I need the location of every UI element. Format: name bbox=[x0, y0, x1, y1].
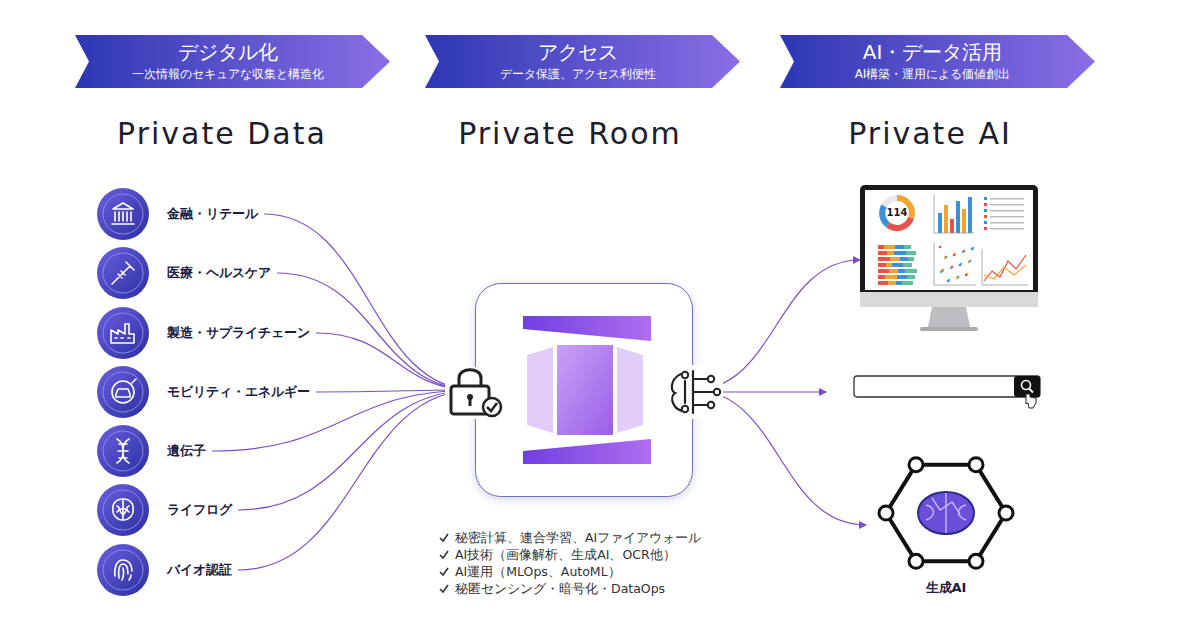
private-room-box: 秘密計算、連合学習、AIファイアウォールAI技術（画像解析、生成AI、OCR他）… bbox=[475, 283, 693, 497]
banner-subtitle: 一次情報のセキュアな収集と構造化 bbox=[95, 65, 360, 83]
connector bbox=[238, 390, 475, 510]
connector bbox=[264, 214, 475, 390]
feature-item: AI運用（MLOps、AutoML） bbox=[439, 563, 769, 580]
category-icon bbox=[96, 483, 150, 537]
genai-hexagon bbox=[866, 450, 1026, 600]
banner-subtitle: データ保護、アクセス利便性 bbox=[445, 65, 710, 83]
category-item: 医療・ヘルスケア bbox=[96, 246, 277, 300]
banner-text: AI・データ活用AI構築・運用による価値創出 bbox=[780, 35, 1095, 83]
banner-text: デジタル化一次情報のセキュアな収集と構造化 bbox=[75, 35, 390, 83]
category-icon bbox=[96, 306, 150, 360]
connector bbox=[212, 390, 475, 451]
genai-label: 生成AI bbox=[926, 580, 967, 596]
feature-item: 秘匿センシング・暗号化・DataOps bbox=[439, 580, 769, 597]
feature-item: 秘密計算、連合学習、AIファイアウォール bbox=[439, 529, 769, 546]
room-icon bbox=[475, 283, 693, 497]
banner-subtitle: AI構築・運用による価値創出 bbox=[800, 65, 1065, 83]
category-label: バイオ認証 bbox=[167, 562, 232, 578]
category-icon bbox=[96, 424, 150, 478]
category-item: モビリティ・エネルギー bbox=[96, 365, 316, 419]
connector bbox=[238, 390, 475, 570]
feature-list: 秘密計算、連合学習、AIファイアウォールAI技術（画像解析、生成AI、OCR他）… bbox=[439, 529, 769, 597]
category-label: ライフログ bbox=[167, 502, 232, 518]
category-item: 製造・サプライチェーン bbox=[96, 306, 316, 360]
category-label: 医療・ヘルスケア bbox=[167, 265, 271, 281]
category-label: 製造・サプライチェーン bbox=[167, 325, 310, 341]
section-heading: Private Room bbox=[458, 116, 682, 151]
category-icon bbox=[96, 365, 150, 419]
category-label: 金融・リテール bbox=[167, 206, 258, 222]
feature-text: 秘匿センシング・暗号化・DataOps bbox=[455, 580, 665, 597]
feature-text: AI技術（画像解析、生成AI、OCR他） bbox=[455, 546, 676, 563]
banner-title: アクセス bbox=[445, 39, 710, 65]
category-label: モビリティ・エネルギー bbox=[167, 384, 310, 400]
category-item: ライフログ bbox=[96, 483, 238, 537]
chevron-banner: AI・データ活用AI構築・運用による価値創出 bbox=[780, 35, 1095, 88]
banner-text: アクセスデータ保護、アクセス利便性 bbox=[425, 35, 740, 83]
category-item: 遺伝子 bbox=[96, 424, 212, 478]
check-mark bbox=[439, 550, 449, 560]
donut-value: 114 bbox=[887, 206, 908, 220]
feature-item: AI技術（画像解析、生成AI、OCR他） bbox=[439, 546, 769, 563]
genai-node: 生成AI bbox=[866, 450, 1026, 600]
banner-title: デジタル化 bbox=[95, 39, 360, 65]
category-icon bbox=[96, 246, 150, 300]
banner-title: AI・データ活用 bbox=[800, 39, 1065, 65]
category-item: バイオ認証 bbox=[96, 543, 238, 597]
chevron-banner: アクセスデータ保護、アクセス利便性 bbox=[425, 35, 740, 88]
section-heading: Private Data bbox=[117, 116, 327, 151]
category-icon bbox=[96, 543, 150, 597]
feature-text: AI運用（MLOps、AutoML） bbox=[455, 563, 621, 580]
section-heading: Private AI bbox=[848, 116, 1012, 151]
category-icon bbox=[96, 187, 150, 241]
search-bar bbox=[850, 370, 1050, 414]
check-mark bbox=[439, 533, 449, 543]
dashboard-monitor: 114 bbox=[860, 185, 1038, 335]
check-mark bbox=[439, 567, 449, 577]
category-item: 金融・リテール bbox=[96, 187, 264, 241]
check-mark bbox=[439, 584, 449, 594]
chevron-banner: デジタル化一次情報のセキュアな収集と構造化 bbox=[75, 35, 390, 88]
feature-text: 秘密計算、連合学習、AIファイアウォール bbox=[455, 529, 701, 546]
category-label: 遺伝子 bbox=[167, 443, 206, 459]
